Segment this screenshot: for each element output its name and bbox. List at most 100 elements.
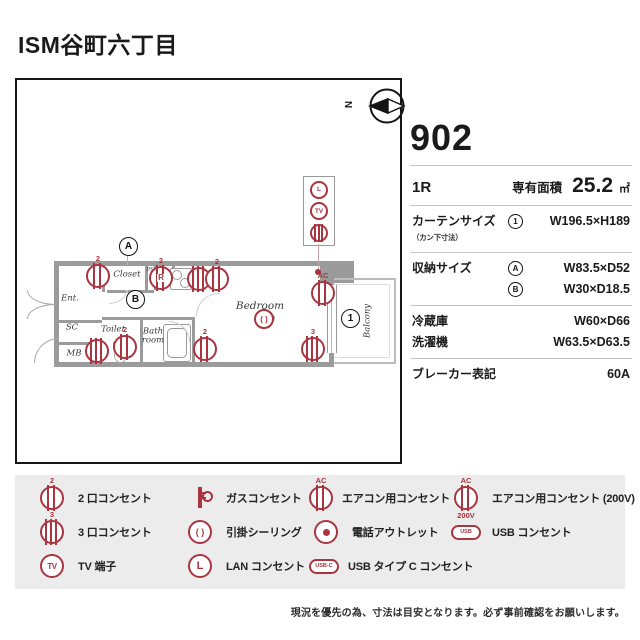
- door-arc: [34, 338, 59, 363]
- divider: [410, 205, 632, 206]
- wall-block: [320, 261, 354, 283]
- legend-item-gas: ガスコンセント: [183, 481, 309, 515]
- balcony-outline: [334, 278, 396, 364]
- divider: [410, 358, 632, 359]
- area-unit: ㎡: [619, 183, 630, 195]
- ac-label: AC: [317, 271, 329, 280]
- storage-value-b: W30×D18.5: [563, 282, 630, 296]
- wall: [140, 320, 143, 364]
- room-label-bathroom-2: room: [141, 335, 165, 346]
- disclaimer-text: 現況を優先の為、寸法は目安となります。必ず事前確認をお願いします。: [290, 608, 625, 619]
- ceiling-rose-icon: ( ): [183, 520, 217, 544]
- callout-anchor-dot: [315, 269, 321, 275]
- outlet-3-icon: [310, 223, 328, 242]
- room-label-bathroom-1: Bath: [142, 326, 164, 337]
- divider: [410, 252, 632, 253]
- outlet-2-symbol: 2: [205, 258, 229, 292]
- room-label-bedroom: Bedroom: [235, 300, 285, 313]
- marker-1-small: 1: [508, 214, 523, 229]
- unit-summary-row: 1R 専有面積 25.2 ㎡: [410, 166, 632, 205]
- room-label-meter-box: MB: [66, 348, 82, 359]
- room-label-balcony: Balcony: [362, 303, 373, 339]
- divider: [410, 305, 632, 306]
- usb-c-outlet-icon: USB-C: [309, 558, 339, 574]
- callout-leader-line: [318, 244, 319, 270]
- legend-item-lan: L LAN コンセント: [183, 549, 309, 583]
- unit-layout: 1R: [412, 179, 432, 196]
- legend-item-usbc: USB-C USB タイプ C コンセント: [309, 549, 474, 583]
- lan-outlet-icon: L: [310, 180, 328, 199]
- ac-200v-outlet-icon: AC 200V: [449, 477, 483, 519]
- usb-outlet-icon: USB: [449, 524, 483, 540]
- outlet-count: 3: [310, 327, 316, 336]
- marker-a: A: [119, 237, 138, 256]
- curtain-sublabel: （カン下寸法）: [412, 233, 463, 242]
- outlet-count: 2: [214, 257, 220, 266]
- outlet-2-symbol: 2: [113, 326, 137, 360]
- compass-arrow-icon: [368, 88, 406, 124]
- marker-a-small: A: [508, 261, 523, 276]
- divider: [410, 165, 632, 166]
- fridge-outlet-symbol: 2 R: [149, 257, 173, 291]
- compass-north-label: N: [344, 100, 356, 109]
- tv-terminal-icon: TV: [35, 554, 69, 578]
- ceiling-socket-symbol: ( ): [254, 309, 274, 329]
- wall: [145, 266, 148, 290]
- lan-outlet-icon: L: [183, 554, 217, 578]
- symbol-legend: 2 2 口コンセント 3 3 口コンセント TV TV 端子 ガスコンセント: [15, 475, 635, 589]
- curtain-label: カーテンサイズ: [412, 214, 496, 228]
- wall: [57, 320, 102, 323]
- storage-label: 収納サイズ: [412, 261, 472, 275]
- legend-item-usb: USB USB コンセント: [449, 515, 635, 549]
- outlet-2-symbol: 2: [86, 255, 110, 289]
- room-label-shoe-closet: SC: [65, 322, 79, 333]
- fridge-value: W60×D66: [574, 314, 630, 328]
- ac-outlet-icon: AC: [309, 477, 333, 511]
- marker-leader-line: [127, 254, 128, 265]
- outlet-count: 2: [202, 327, 208, 336]
- wall: [192, 320, 195, 364]
- tv-outlet-icon: TV: [310, 202, 328, 220]
- unit-info-panel: 902 1R 専有面積 25.2 ㎡ カーテンサイズ （カン下寸法） 1 W19…: [410, 120, 632, 390]
- room-label-toilet: Toilet: [100, 324, 126, 335]
- outlet-count: 2: [95, 254, 101, 263]
- floorplan-canvas: N: [15, 78, 406, 464]
- legend-item-tv: TV TV 端子: [35, 549, 183, 583]
- outlet-2-icon: 2: [35, 477, 69, 511]
- property-title: ISM谷町六丁目: [18, 32, 178, 58]
- door-arc: [27, 290, 55, 305]
- door-arc: [27, 304, 55, 319]
- balcony-window: [327, 285, 337, 353]
- curtain-value: W196.5×H189: [549, 214, 630, 228]
- legend-item-ac: AC エアコン用コンセント: [309, 477, 450, 515]
- outlet-2-symbol: 2: [193, 328, 217, 362]
- legend-item-ac200: AC 200V エアコン用コンセント (200V): [449, 477, 635, 519]
- storage-value-a: W83.5×D52: [563, 261, 630, 275]
- legend-item-ceiling: ( ) 引掛シーリング: [183, 515, 309, 549]
- area-value: 25.2: [572, 174, 613, 197]
- outlet-3-symbol: 3: [301, 328, 325, 362]
- outlet-3-icon: 3: [35, 511, 69, 545]
- breaker-label: ブレーカー表記: [412, 367, 497, 381]
- outlet-3-symbol: [85, 338, 109, 364]
- storage-spec: 収納サイズ A W83.5×D52 B W30×D18.5: [410, 253, 632, 305]
- marker-b: B: [126, 290, 145, 309]
- breaker-value: 60A: [607, 367, 630, 381]
- wall: [102, 317, 195, 320]
- unit-number: 902: [410, 117, 474, 158]
- marker-1: 1: [341, 309, 360, 328]
- breaker-spec: ブレーカー表記 60A: [410, 359, 632, 390]
- appliance-spec: 冷蔵庫 W60×D66 洗濯機 W63.5×D63.5: [410, 306, 632, 358]
- wall-callout-box: L TV: [303, 176, 335, 246]
- ac-outlet-symbol: AC: [311, 272, 335, 306]
- phone-outlet-icon: [309, 520, 343, 544]
- marker-b-small: B: [508, 282, 523, 297]
- wall: [57, 342, 102, 345]
- legend-item-outlet2: 2 2 口コンセント: [35, 477, 183, 515]
- outlet-count: 2: [122, 325, 128, 334]
- room-label-closet: Closet: [113, 269, 141, 280]
- gas-outlet-icon: [183, 487, 217, 508]
- room-label-entrance: Ent.: [61, 293, 79, 304]
- curtain-spec: カーテンサイズ （カン下寸法） 1 W196.5×H189: [410, 206, 632, 252]
